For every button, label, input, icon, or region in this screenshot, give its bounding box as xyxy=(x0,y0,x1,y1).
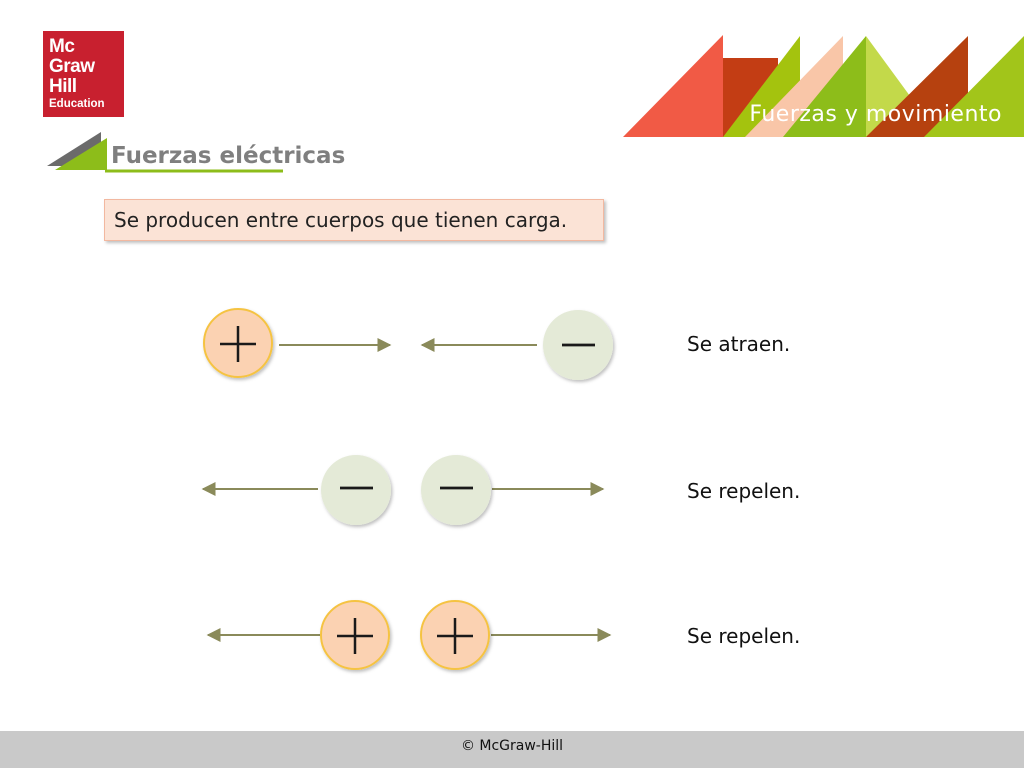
row-attract xyxy=(203,308,613,380)
logo-line-4: Education xyxy=(49,98,105,110)
row-label-attract: Se atraen. xyxy=(687,332,791,356)
row-repel-positive xyxy=(206,600,612,670)
negative-charge xyxy=(421,455,491,525)
positive-charge xyxy=(420,600,490,670)
header-decoration xyxy=(623,35,1024,137)
mcgraw-hill-logo: Mc Graw Hill Education xyxy=(43,31,124,117)
section-title: Fuerzas eléctricas xyxy=(111,143,346,169)
logo-line-1: Mc xyxy=(49,36,75,57)
row-label-repel-negative: Se repelen. xyxy=(687,479,801,503)
copyright-text: © McGraw-Hill xyxy=(460,738,564,754)
header-title: Fuerzas y movimiento xyxy=(749,102,1002,127)
intro-text-box: Se producen entre cuerpos que tienen car… xyxy=(104,199,604,241)
negative-charge xyxy=(543,310,613,380)
section-heading-icon xyxy=(47,132,283,173)
logo-line-2: Graw xyxy=(49,56,95,77)
row-label-repel-positive: Se repelen. xyxy=(687,624,801,648)
row-repel-negative xyxy=(201,455,605,525)
footer-bar: © McGraw-Hill xyxy=(0,731,1024,768)
positive-charge xyxy=(320,600,390,670)
logo-line-3: Hill xyxy=(49,76,77,97)
positive-charge xyxy=(203,308,273,378)
negative-charge xyxy=(321,455,391,525)
